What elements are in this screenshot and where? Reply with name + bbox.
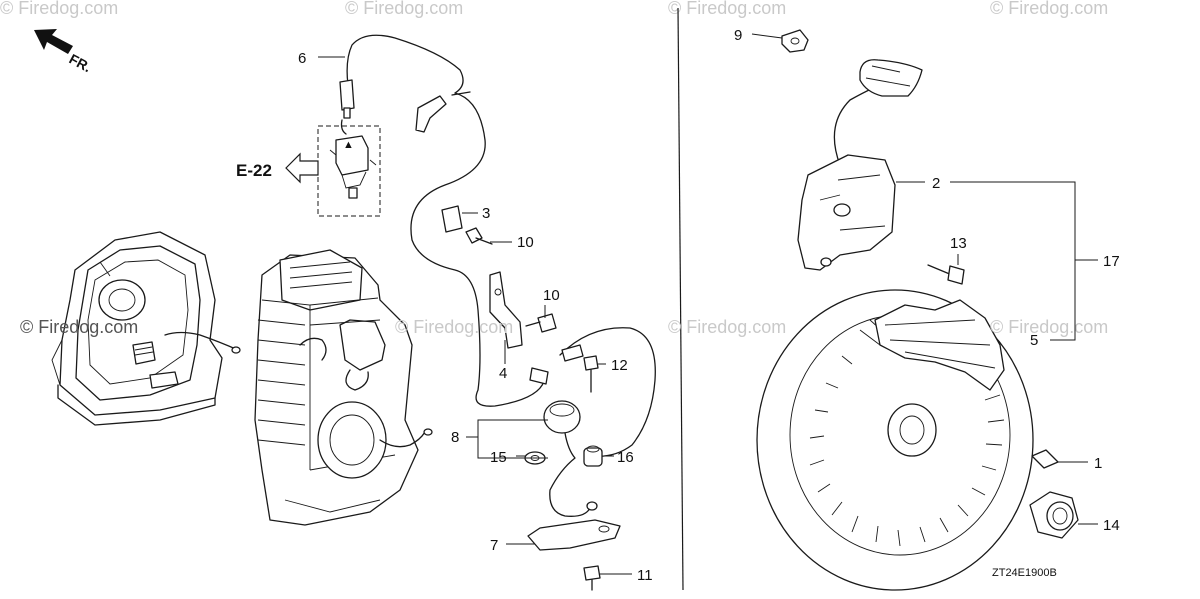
clamp-part <box>781 29 809 53</box>
watermark: © Firedog.com <box>395 317 513 337</box>
bolt-part <box>927 264 965 285</box>
front-direction-arrow-icon: FR. <box>34 29 94 75</box>
callout-17: 17 <box>1103 253 1120 270</box>
callout-4: 4 <box>499 365 507 382</box>
crankcase-drawing <box>51 231 241 426</box>
key-part <box>1031 449 1059 469</box>
watermark: © Firedog.com <box>668 0 786 18</box>
callout-16: 16 <box>617 449 634 466</box>
nut-part <box>1029 491 1079 539</box>
grommet-part <box>583 445 603 467</box>
callout-11: 11 <box>637 567 653 584</box>
flywheel-drawing <box>756 289 1034 591</box>
callout-14: 14 <box>1103 517 1120 534</box>
ignition-coil-drawing <box>797 59 923 271</box>
watermark: © Firedog.com <box>990 0 1108 18</box>
callout-9: 9 <box>734 27 742 44</box>
callout-1: 1 <box>1094 455 1102 472</box>
watermark: © Firedog.com <box>0 0 118 18</box>
callout-2: 2 <box>932 175 940 192</box>
watermark: © Firedog.com <box>20 317 138 337</box>
reference-arrow-icon <box>285 152 319 184</box>
front-direction-label: FR. <box>67 51 94 76</box>
watermark: © Firedog.com <box>668 317 786 337</box>
plate-part <box>527 519 621 551</box>
reference-label: E-22 <box>236 161 272 180</box>
callout-7: 7 <box>490 537 498 554</box>
drawing-code: ZT24E1900B <box>992 567 1057 579</box>
svg-text:▲: ▲ <box>343 139 354 151</box>
bolt-part <box>525 313 557 333</box>
callout-15: 15 <box>490 449 507 466</box>
cylinder-block-drawing <box>254 249 433 526</box>
callout-10: 10 <box>517 234 534 251</box>
bracket-part <box>489 271 523 349</box>
bolt-part <box>583 565 601 591</box>
watermark: © Firedog.com <box>345 0 463 18</box>
callout-3: 3 <box>482 205 490 222</box>
callout-5: 5 <box>1030 332 1038 349</box>
section-divider <box>677 7 684 591</box>
callout-10: 10 <box>543 287 560 304</box>
wire-harness-drawing <box>339 34 549 407</box>
callout-6: 6 <box>298 50 306 67</box>
bolt-part <box>465 227 493 245</box>
bolt-part <box>583 355 599 393</box>
clamp-part <box>441 205 463 233</box>
callout-8: 8 <box>451 429 459 446</box>
callout-13: 13 <box>950 235 967 252</box>
watermark: © Firedog.com <box>990 317 1108 337</box>
leader-lines <box>318 33 1098 575</box>
exciter-coil-drawing <box>543 327 656 517</box>
stop-switch-drawing: ▲ <box>317 119 381 217</box>
callout-12: 12 <box>611 357 628 374</box>
